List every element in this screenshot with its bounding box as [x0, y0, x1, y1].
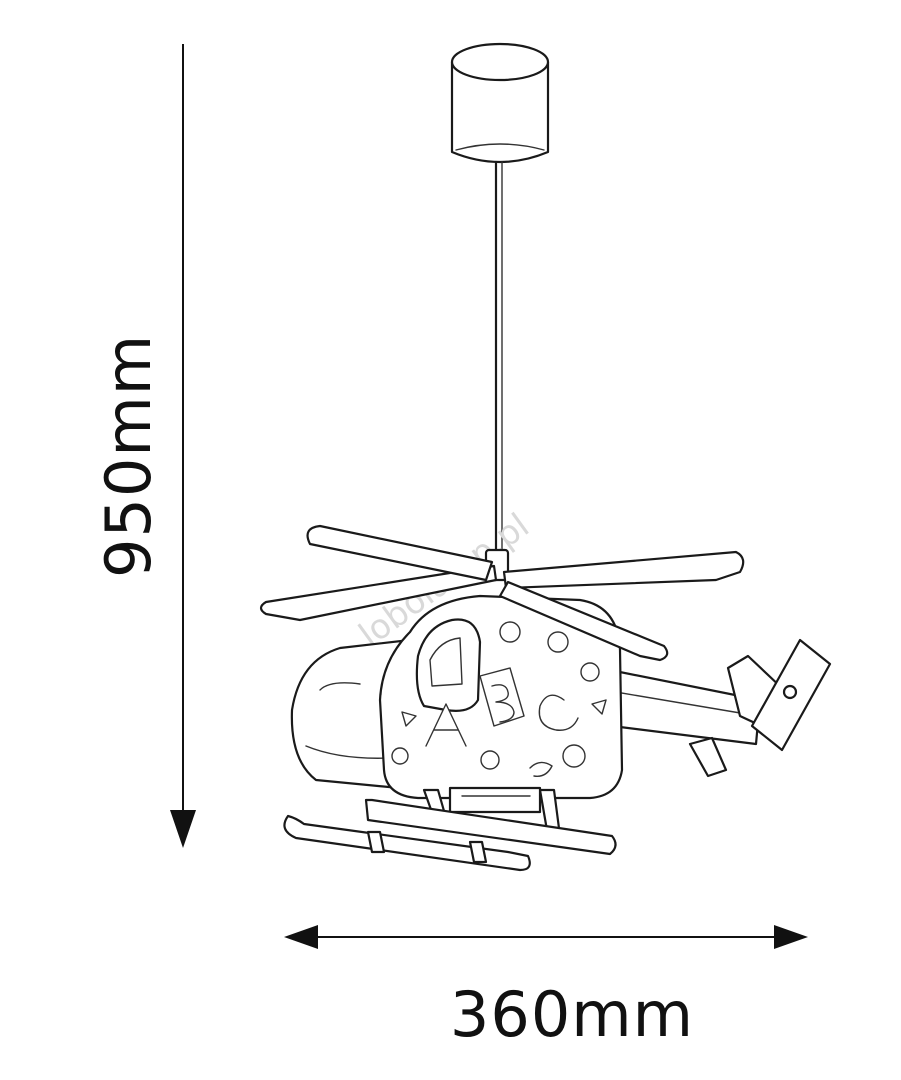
width-label: 360mm: [450, 978, 694, 1051]
landing-skid-left: [283, 814, 531, 872]
rotor-blade-back-right: [498, 580, 669, 662]
letter-block-a: [425, 703, 467, 747]
width-arrow-right: [774, 925, 808, 949]
landing-skid-right: [364, 798, 617, 856]
ceiling-canopy: [450, 42, 550, 164]
height-dimension: 950mm: [92, 44, 196, 848]
suspension-cable: [494, 160, 503, 554]
width-arrow-left: [284, 925, 318, 949]
cockpit-window: [415, 618, 482, 712]
height-label: 950mm: [92, 334, 165, 578]
letter-block-b: [479, 667, 525, 727]
helicopter-lamp: [259, 524, 832, 872]
letter-block-c: [538, 694, 579, 731]
height-arrow-bottom: [170, 810, 196, 848]
rotor-blade-front-left: [259, 564, 498, 622]
rotor-blade-back-left: [306, 524, 494, 582]
width-dimension: 360mm: [284, 925, 808, 1051]
rotor-blade-front-right: [502, 550, 745, 590]
